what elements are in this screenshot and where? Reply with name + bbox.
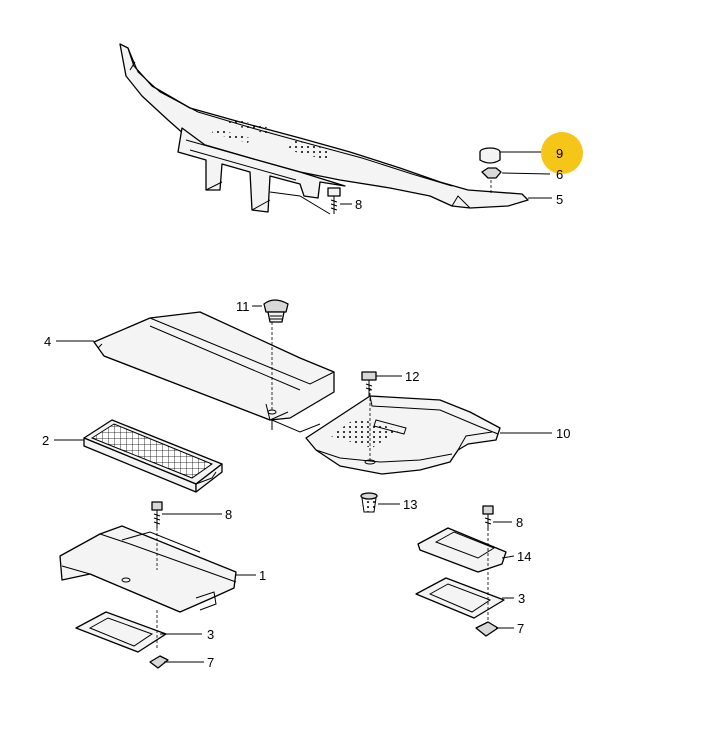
callout-5[interactable]: 5 xyxy=(556,192,563,207)
callout-2[interactable]: 2 xyxy=(42,433,49,448)
bolt-part xyxy=(327,187,341,214)
callout-3-right[interactable]: 3 xyxy=(518,591,525,606)
callout-3-left[interactable]: 3 xyxy=(207,627,214,642)
clip-nut-part xyxy=(149,655,169,669)
callout-6[interactable]: 6 xyxy=(556,167,563,182)
intake-tray-part xyxy=(305,388,501,475)
bolt-part xyxy=(361,371,377,396)
clip-nut-part xyxy=(475,621,499,637)
grommet-part xyxy=(360,492,378,513)
callout-8-right[interactable]: 8 xyxy=(516,515,523,530)
callout-11[interactable]: 11 xyxy=(236,299,250,314)
callout-4[interactable]: 4 xyxy=(44,334,51,349)
callout-7-left[interactable]: 7 xyxy=(207,655,214,670)
gasket-part xyxy=(415,572,505,620)
highlight-marker xyxy=(541,132,583,174)
bolt-part xyxy=(482,505,494,530)
callout-10[interactable]: 10 xyxy=(556,426,570,441)
gasket-part xyxy=(75,610,167,653)
callout-9[interactable]: 9 xyxy=(556,146,563,161)
bolt-part xyxy=(151,501,163,528)
callout-14[interactable]: 14 xyxy=(517,549,531,564)
mounting-bracket-part xyxy=(417,527,507,573)
air-cleaner-housing-part xyxy=(59,525,237,613)
callout-7-right[interactable]: 7 xyxy=(517,621,524,636)
callout-1[interactable]: 1 xyxy=(259,568,266,583)
air-cleaner-cover-part xyxy=(93,311,335,433)
leader-lines xyxy=(54,151,552,663)
rubber-cap-part xyxy=(479,147,501,164)
air-filter-element-part xyxy=(83,419,223,493)
callout-8-top[interactable]: 8 xyxy=(355,197,362,212)
cowl-panel-part xyxy=(119,43,529,215)
callout-8-left[interactable]: 8 xyxy=(225,507,232,522)
fastener-clip-part xyxy=(263,299,289,323)
callout-13[interactable]: 13 xyxy=(403,497,417,512)
callout-12[interactable]: 12 xyxy=(405,369,419,384)
nut-part xyxy=(481,167,502,194)
